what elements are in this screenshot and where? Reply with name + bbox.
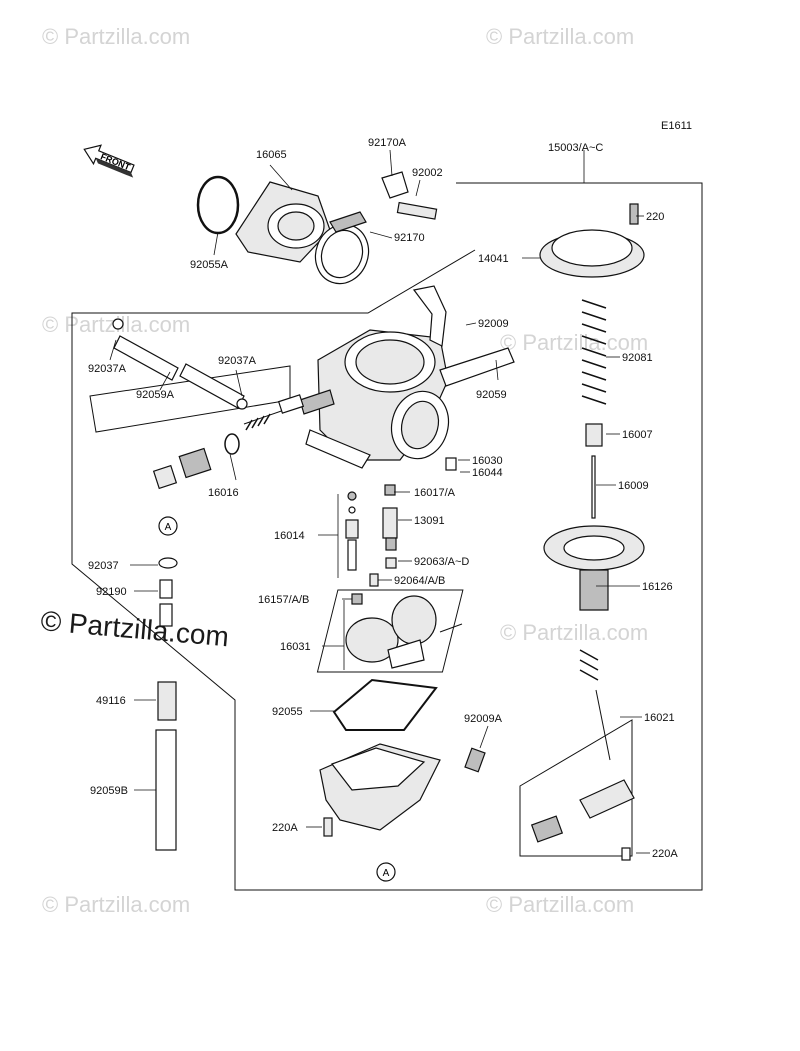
part-label: 92059B (90, 785, 128, 797)
jet-stack (345, 457, 457, 605)
part-label: 92037A (218, 355, 257, 367)
part-label: 16065 (256, 149, 287, 161)
part-label: 92170A (368, 137, 407, 149)
callout-a-top: A (158, 516, 178, 536)
vacuum-piston-column (539, 203, 645, 611)
part-label: 16126 (642, 581, 673, 593)
front-arrow-icon: FRONT (83, 144, 135, 178)
part-label: 16157/A/B (258, 594, 309, 606)
starter-plunger-assembly (152, 394, 305, 490)
watermark: © Partzilla.com (42, 892, 190, 917)
watermark-main: © Partzilla.com (39, 605, 230, 652)
watermark: © Partzilla.com (486, 24, 634, 49)
watermark: © Partzilla.com (500, 620, 648, 645)
part-label: 16030 (472, 455, 503, 467)
watermark: © Partzilla.com (500, 330, 648, 355)
intake-holder (196, 171, 438, 285)
part-labels: 16065 92170A 92002 92170 92055A 15003/A~… (88, 137, 678, 860)
part-label: 92063/A~D (414, 556, 469, 568)
assembly-frames (71, 182, 703, 891)
part-label: 92055A (190, 259, 229, 271)
starter-cable-assembly (530, 649, 635, 861)
part-label: 92037 (88, 560, 119, 572)
part-label: 16014 (274, 530, 305, 542)
part-label: 16016 (208, 487, 239, 499)
part-label: 92170 (394, 232, 425, 244)
callout-a-bottom: A (376, 862, 396, 882)
part-label: 15003/A~C (548, 142, 603, 154)
part-label: 220 (646, 211, 664, 223)
watermark: © Partzilla.com (486, 892, 634, 917)
part-label: 16017/A (414, 487, 456, 499)
part-label: 16007 (622, 429, 653, 441)
part-label: 16044 (472, 467, 503, 479)
part-label: 220A (652, 848, 678, 860)
part-label: 92009 (478, 318, 509, 330)
diagram-code: E1611 (661, 120, 692, 132)
part-label: 14041 (478, 253, 509, 265)
breather-tubes (112, 318, 515, 410)
leader-lines (109, 149, 650, 854)
carburetor-body (299, 285, 450, 469)
part-label: 16009 (618, 480, 649, 492)
svg-text:A: A (383, 868, 390, 879)
part-label: 92190 (96, 586, 127, 598)
part-label: 92055 (272, 706, 303, 718)
o-ring-92055a (196, 175, 240, 235)
part-label: 49116 (96, 695, 126, 707)
svg-text:A: A (165, 522, 172, 533)
float-assembly (345, 595, 463, 669)
part-label: 92002 (412, 167, 443, 179)
part-label: 92059 (476, 389, 507, 401)
float-bowl (319, 678, 486, 837)
part-label: 92009A (464, 713, 503, 725)
part-label: 16021 (644, 712, 675, 724)
part-label: 16031 (280, 641, 311, 653)
part-label: 220A (272, 822, 298, 834)
part-label: 92059A (136, 389, 175, 401)
watermark: © Partzilla.com (42, 24, 190, 49)
drain-hose-column (155, 557, 178, 851)
part-label: 92037A (88, 363, 127, 375)
part-label: 13091 (414, 515, 445, 527)
part-label: 92081 (622, 352, 653, 364)
part-label: 92064/A/B (394, 575, 445, 587)
